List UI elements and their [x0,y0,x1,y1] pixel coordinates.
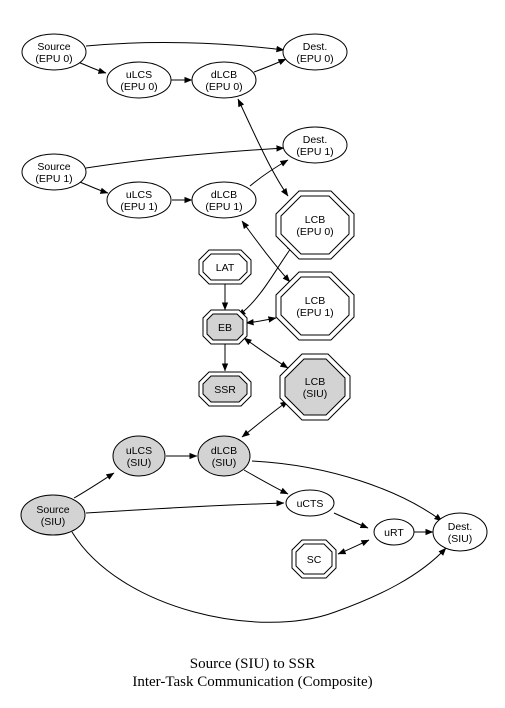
node-src-epu0-label-1: Source [37,41,70,53]
node-ucts: uCTS [285,489,335,517]
node-dest-epu0-label-2: (EPU 0) [296,53,333,65]
node-ulcs-epu0: uLCS(EPU 0) [106,61,172,99]
node-ulcs-epu0-label-1: uLCS [126,69,152,81]
edge-eb-lcb-epu1 [245,316,277,326]
node-dest-siu-label-1: Dest. [448,521,473,533]
node-dlcb-epu0-label-1: dLCB [211,69,237,81]
node-sc-label-1: SC [307,554,322,566]
node-dest-epu1: Dest.(EPU 1) [282,126,348,164]
caption: Source (SIU) to SSR Inter-Task Communica… [0,655,505,691]
node-ucts-label-1: uCTS [297,498,324,510]
caption-title: Source (SIU) to SSR [189,656,316,672]
node-urt: uRT [373,518,415,546]
node-dest-epu1-label-1: Dest. [303,134,328,146]
node-sc: SC [291,539,337,579]
edge-dlcb-epu0-lcb-epu0 [237,98,289,197]
node-dlcb-epu1-label-1: dLCB [211,189,237,201]
node-src-epu1: Source(EPU 1) [21,153,87,191]
node-lat-label-1: LAT [216,262,235,274]
edge-src-epu1-ulcs-epu1 [79,181,109,194]
node-lcb-epu0-label-1: LCB [305,214,325,226]
edge-src-epu0-dest-epu0 [85,42,285,53]
node-dlcb-epu1: dLCB(EPU 1) [191,181,257,219]
edge-sc-urt [337,539,370,555]
edge-ucts-urt [333,512,369,529]
edge-dlcb-epu1-dest-epu1 [249,159,289,187]
node-ulcs-siu-label-1: uLCS [126,445,152,457]
node-lcb-siu-label-2: (SIU) [303,388,328,400]
node-src-epu0: Source(EPU 0) [21,33,87,71]
edge-src-siu-ulcs-siu [73,472,115,499]
node-ulcs-siu-label-2: (SIU) [127,457,152,469]
node-ssr: SSR [198,371,252,407]
edge-eb-lcb-siu [243,337,289,369]
node-eb-label-1: EB [218,322,232,334]
node-src-siu: Source(SIU) [20,494,86,536]
node-ulcs-epu0-label-2: (EPU 0) [120,81,157,93]
node-lcb-epu1: LCB(EPU 1) [275,271,355,341]
node-ulcs-epu1-label-2: (EPU 1) [120,201,157,213]
node-lat: LAT [198,249,252,285]
edges [71,42,447,623]
node-urt-label-1: uRT [384,527,404,539]
node-eb: EB [202,309,248,345]
node-src-siu-label-2: (SIU) [41,516,66,528]
node-dest-epu0-label-1: Dest. [303,41,328,53]
caption-subtitle: Inter-Task Communication (Composite) [132,674,373,690]
edge-dlcb-siu-ucts [243,469,289,495]
edge-dlcb-siu-dest-siu [251,460,443,522]
node-ulcs-siu: uLCS(SIU) [112,435,166,477]
edge-dlcb-siu-lcb-siu [241,400,289,438]
node-dlcb-epu0-label-2: (EPU 0) [205,81,242,93]
node-dlcb-siu-label-2: (SIU) [212,457,237,469]
node-lcb-siu: LCB(SIU) [279,353,351,421]
node-dest-epu1-label-2: (EPU 1) [296,146,333,158]
node-lcb-epu0: LCB(EPU 0) [275,190,355,260]
node-dlcb-siu: dLCB(SIU) [197,435,251,477]
edge-src-siu-dest-siu [71,531,447,623]
node-dlcb-epu0: dLCB(EPU 0) [191,61,257,99]
edge-eb-lcb-epu0 [237,243,295,317]
edge-src-siu-ucts [85,500,285,514]
node-lcb-epu1-label-1: LCB [305,295,325,307]
node-lcb-epu1-label-2: (EPU 1) [296,307,333,319]
node-src-epu0-label-2: (EPU 0) [35,53,72,65]
node-dest-epu0: Dest.(EPU 0) [282,33,348,71]
node-dest-siu-label-2: (SIU) [448,533,473,545]
node-src-epu1-label-1: Source [37,161,70,173]
edge-src-epu0-ulcs-epu0 [77,61,107,74]
nodes: Source(EPU 0) Dest.(EPU 0) uLCS(EPU 0) d… [20,33,488,579]
node-lcb-epu0-label-2: (EPU 0) [296,226,333,238]
edge-dlcb-epu0-dest-epu0 [253,58,287,73]
node-src-epu1-label-2: (EPU 1) [35,173,72,185]
node-ulcs-epu1: uLCS(EPU 1) [106,181,172,219]
node-src-siu-label-1: Source [36,504,69,516]
node-lcb-siu-label-1: LCB [305,376,325,388]
node-dlcb-epu1-label-2: (EPU 1) [205,201,242,213]
node-dest-siu: Dest.(SIU) [432,512,488,552]
node-dlcb-siu-label-1: dLCB [211,445,237,457]
edge-src-epu1-dest-epu1 [85,145,285,169]
node-ulcs-epu1-label-1: uLCS [126,189,152,201]
node-ssr-label-1: SSR [214,384,236,396]
